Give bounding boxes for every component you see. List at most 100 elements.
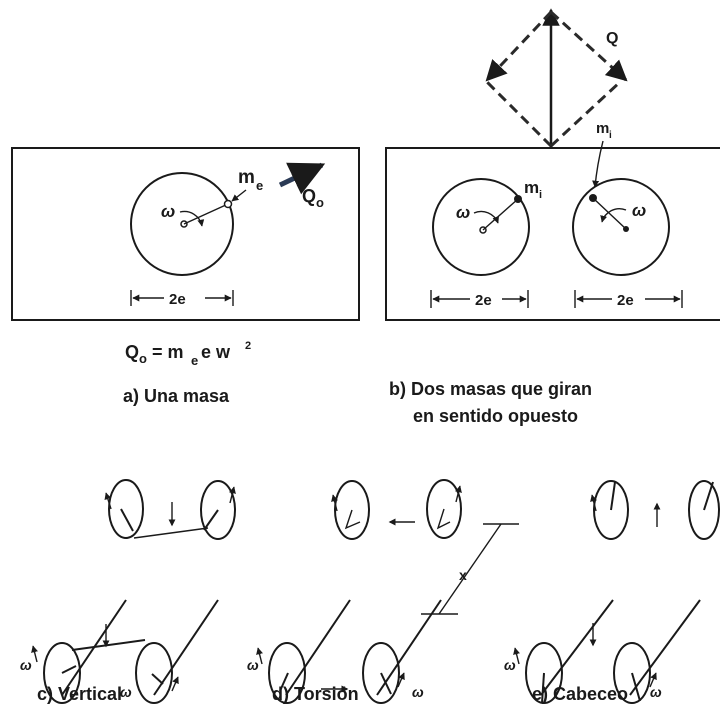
dim-x-line [438,523,502,615]
spin-arrow-4 [171,676,179,692]
mass-subscript: e [256,178,263,193]
mass-marker-2 [703,481,714,511]
mass-marker-4 [631,672,641,702]
omega-c-2: ω [120,684,132,700]
mass-label: m [238,167,255,188]
right-mass-label: m [596,120,609,137]
radius-line [183,203,229,225]
panel-b-frame [385,147,720,321]
dim-x-label: x [459,567,467,583]
caption-d: d) Torsión [272,684,359,704]
shaft-back [376,599,442,696]
rotor-back-left [593,480,629,540]
caption-b-line2: en sentido opuesto [413,406,578,426]
component-dash-4 [549,10,628,82]
rotor-front-right [135,642,173,704]
shaft-back [629,599,701,696]
rotor-back-right [688,480,720,540]
left-rotor-disk [432,178,530,276]
mass-marker-2 [203,509,219,531]
caption-e: e) Cabeceo [532,684,628,704]
panel-c: ω ω c) Vertical [20,479,236,704]
panel-a-frame [11,147,360,321]
caption-a: a) Una masa [123,386,230,406]
rotation-arrow [179,210,205,227]
axle-front [71,639,146,651]
rotor-front-right [613,642,651,704]
caption-c: c) Vertical [37,684,122,704]
omega-c-1: ω [20,657,32,673]
right-mass-dot [589,194,597,202]
spin-arrow-1 [104,492,112,510]
mass-marker-3 [541,672,545,704]
dim-label: 2e [169,291,186,308]
right-mass-sub: i [609,130,612,141]
right-mass-pointer [592,140,604,188]
formula-m-sub: e [191,353,198,368]
mass-marker-3 [61,665,77,674]
right-omega-label: ω [632,201,646,220]
rotor-front-left [43,642,81,704]
mass-marker-1 [344,509,361,530]
formula-eq: = m [152,342,184,362]
spin-arrow-3 [256,647,263,665]
formula-exp: 2 [245,340,251,352]
left-dim-label: 2e [475,292,492,309]
mass-marker-1 [610,481,616,511]
rotor-disk [130,172,234,276]
formula-rest: e w [201,342,231,362]
rotor-front-left [525,642,563,704]
mass-marker-4 [380,672,392,695]
left-omega-label: ω [456,203,470,222]
left-radius-line [482,198,519,231]
omega-label: ω [161,202,175,221]
rotor-front-left [268,642,306,704]
right-dim-label: 2e [617,292,634,309]
left-mass-sub: i [539,189,542,201]
omega-d-1: ω [247,657,259,673]
component-dash-1 [485,80,553,148]
rotor-back-right [426,479,462,539]
omega-e-2: ω [650,684,662,700]
spin-arrow-1 [590,494,597,512]
panel-d: x ω ω d) Torsión [247,479,519,704]
shaft-front [540,599,614,696]
panel-b: Q ω m i ω m i 2e 2e b) Dos masas que gir… [385,8,720,426]
formula-Q-sub: o [139,351,147,366]
right-radius-line [592,197,627,230]
omega-d-2: ω [412,684,424,700]
shaft-front [285,599,351,696]
spin-arrow-1 [331,494,338,512]
mass-marker-1 [120,508,134,532]
component-dash-3 [485,10,553,82]
right-rotor-disk [572,178,670,276]
panel-a: ω m e Q o 2e Q o = m e e w 2 a) Una masa [11,147,360,406]
shaft-back [153,599,219,696]
eccentric-mass-dot [223,199,233,209]
left-rotation-arrow [473,210,499,224]
force-Q-label: Q [606,30,618,47]
mass-marker-4 [151,673,164,685]
force-subscript: o [316,195,324,210]
force-label: Q [302,186,316,206]
panel-e: ω ω e) Cabeceo [504,480,720,704]
axle-back [133,527,209,539]
rotor-back-left [108,479,144,539]
spin-arrow-2 [229,486,236,504]
spin-arrow-2 [455,485,462,503]
formula-Q: Q [125,342,139,362]
mass-marker-2 [436,508,451,530]
left-mass-label: m [524,178,539,197]
rotor-back-left [334,480,370,540]
spin-arrow-4 [397,672,405,688]
force-arrow [278,162,326,195]
left-mass-dot [514,195,522,203]
mass-marker-3 [279,672,289,692]
right-rotation-arrow [600,208,627,223]
caption-b-line1: b) Dos masas que giran [389,379,592,399]
spin-arrow-2 [513,647,520,665]
mass-pointer [231,189,247,202]
spin-arrow-3 [649,672,657,688]
omega-e-1: ω [504,657,516,673]
